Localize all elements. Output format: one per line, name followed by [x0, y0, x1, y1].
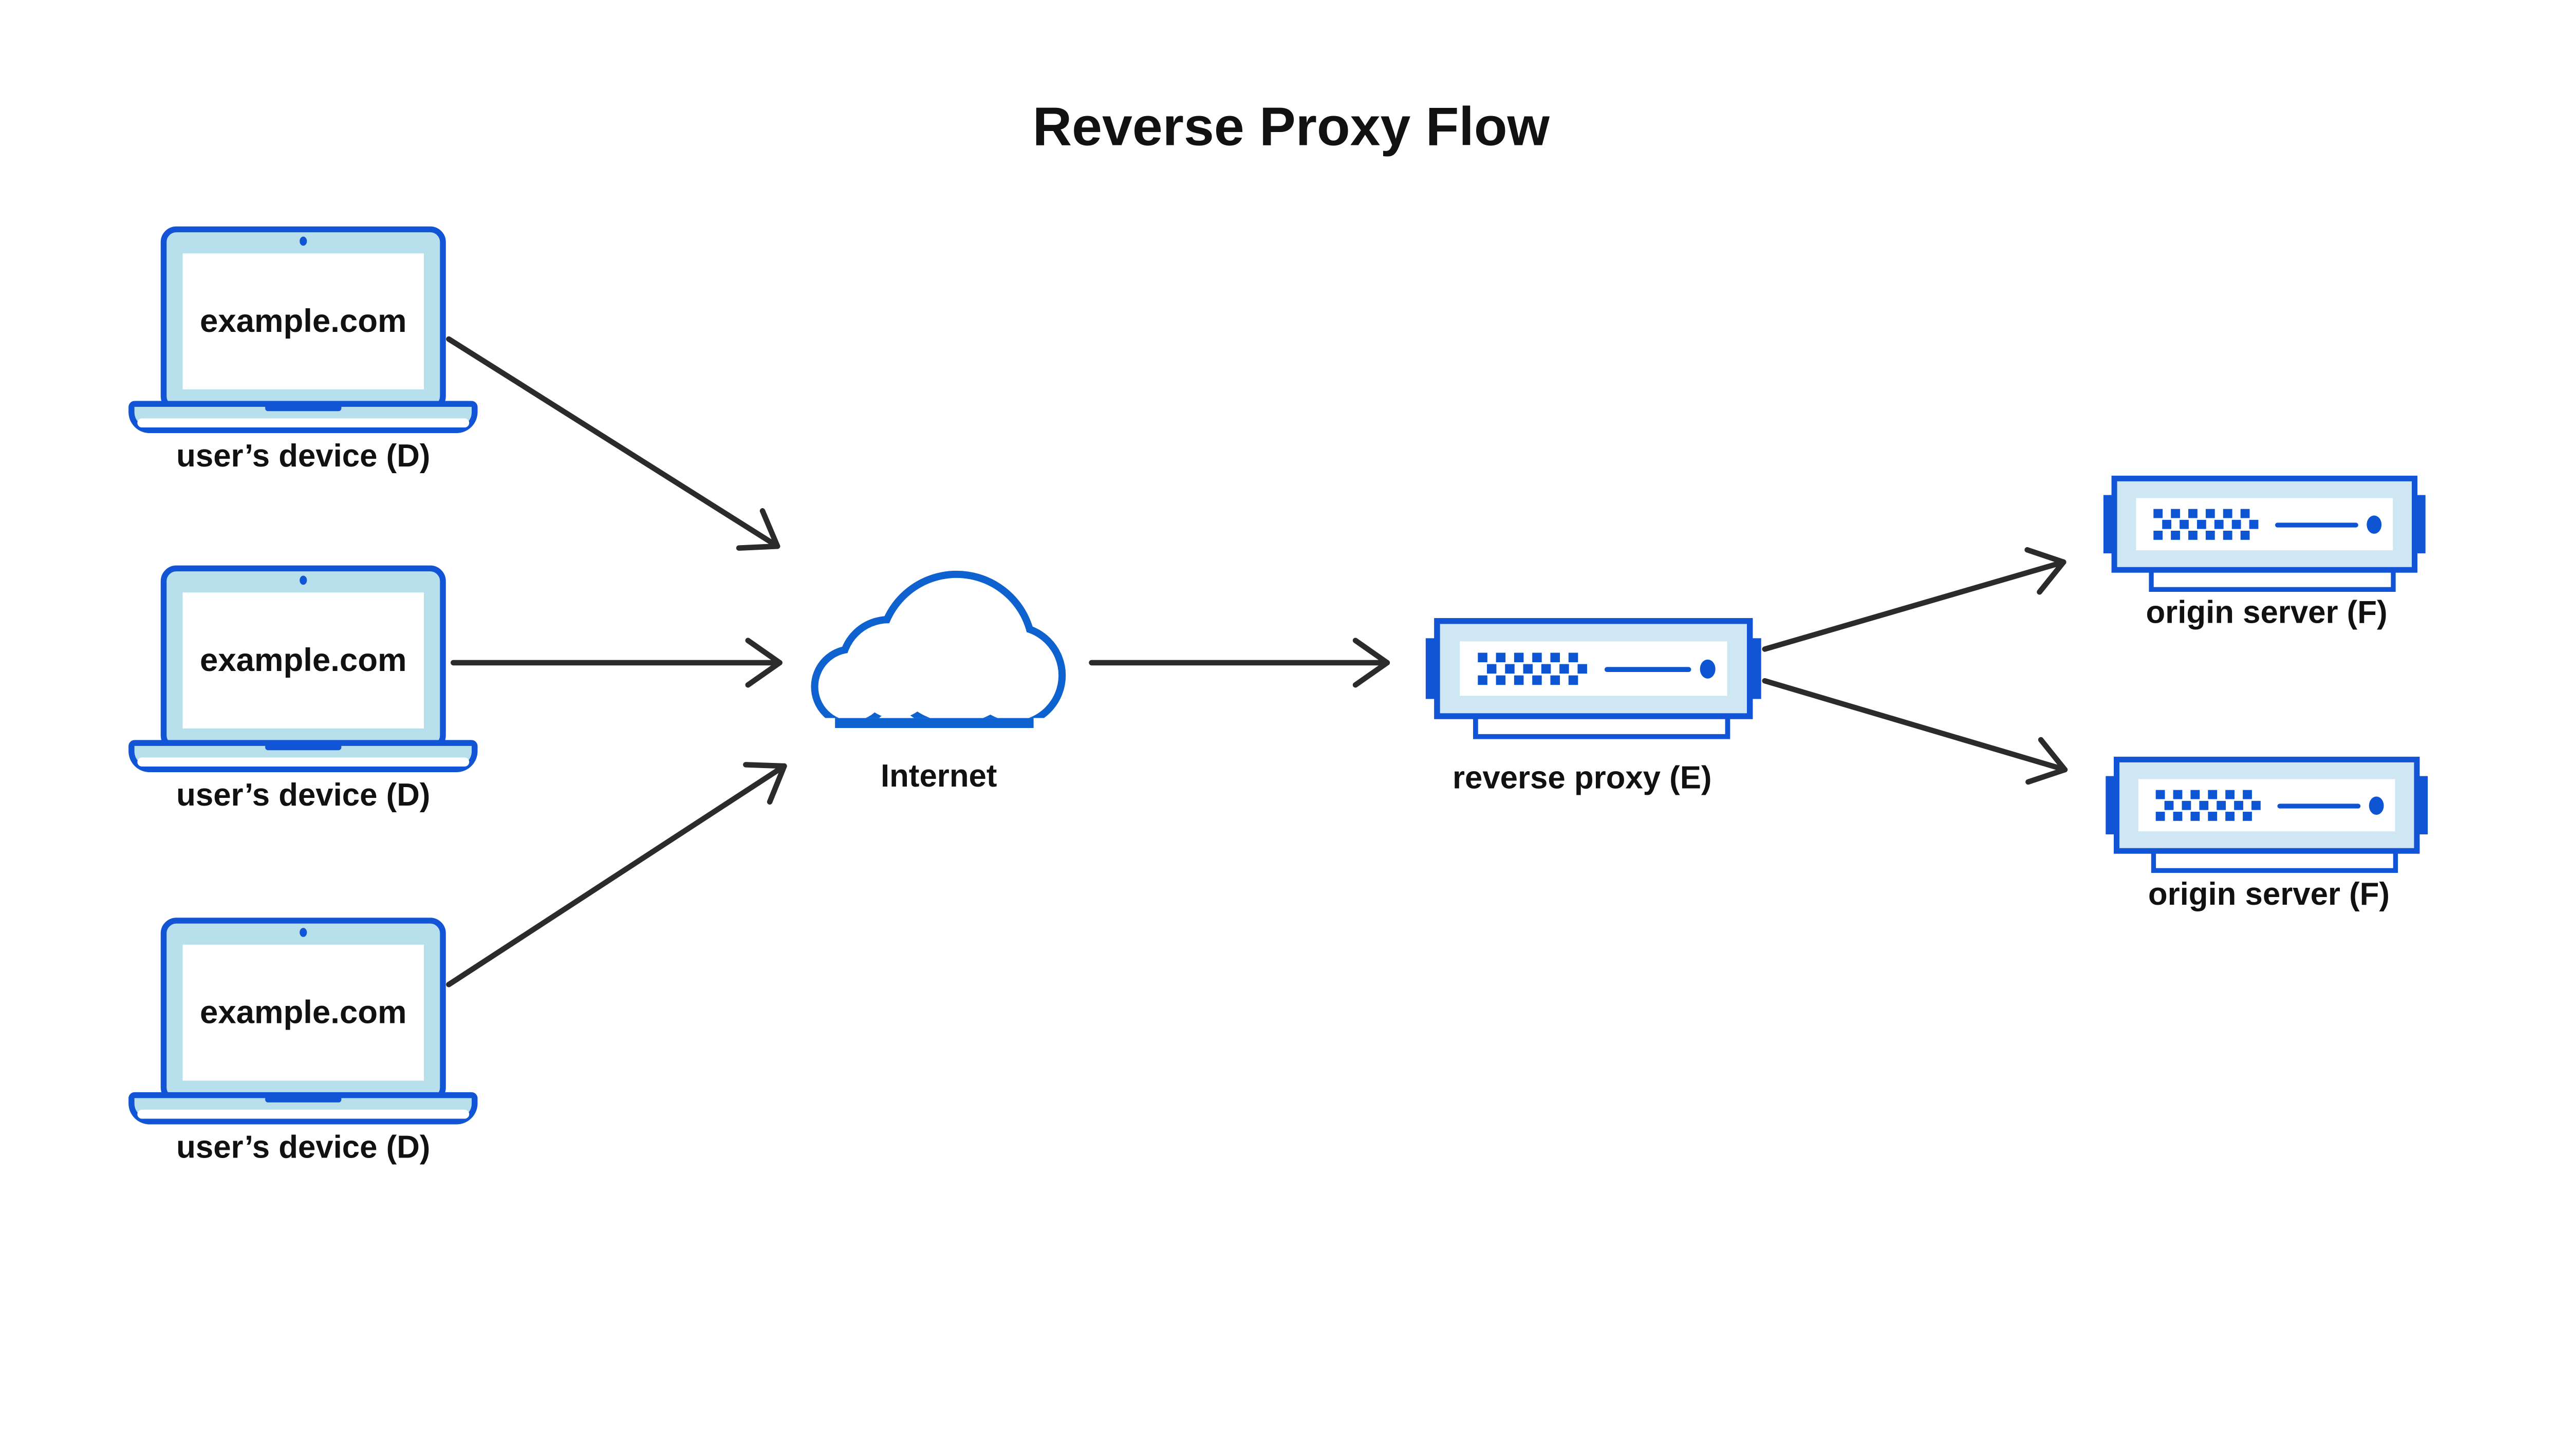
origin-server-1-node: origin server (F) — [2103, 478, 2426, 630]
arrow-device1-to-internet — [446, 336, 780, 551]
diagram-canvas: Reverse Proxy Flow example.com user’s de… — [0, 96, 2569, 1165]
arrow-device2-to-internet — [451, 638, 783, 688]
device-label: user’s device (D) — [176, 777, 430, 813]
origin-server-1-label: origin server (F) — [2146, 594, 2387, 630]
internet-node: Internet — [811, 570, 1066, 794]
user-device-3: example.com user’s device (D) — [132, 921, 475, 1165]
origin-server-icon — [2106, 759, 2428, 870]
cloud-icon — [811, 570, 1066, 750]
device-label: user’s device (D) — [176, 438, 430, 474]
arrow-proxy-to-origin2 — [1762, 678, 2068, 785]
arrow-internet-to-proxy — [1089, 638, 1390, 688]
reverse-proxy-flow-diagram: Reverse Proxy Flow example.com user’s de… — [0, 96, 2569, 1165]
internet-label: Internet — [881, 758, 997, 794]
arrow-device3-to-internet — [446, 762, 787, 987]
arrows — [446, 336, 2068, 987]
device-label: user’s device (D) — [176, 1129, 430, 1165]
user-device-2: example.com user’s device (D) — [132, 568, 475, 813]
reverse-proxy-label: reverse proxy (E) — [1453, 760, 1712, 795]
reverse-proxy-server-icon — [1426, 621, 1761, 737]
page-title: Reverse Proxy Flow — [1033, 96, 1550, 157]
origin-server-2-label: origin server (F) — [2148, 876, 2390, 912]
device-screen-text: example.com — [200, 994, 406, 1030]
origin-server-icon — [2103, 478, 2426, 589]
arrow-proxy-to-origin1 — [1762, 547, 2067, 652]
device-screen-text: example.com — [200, 303, 406, 339]
device-screen-text: example.com — [200, 642, 406, 678]
origin-server-2-node: origin server (F) — [2106, 759, 2428, 912]
user-device-1: example.com user’s device (D) — [132, 229, 475, 474]
reverse-proxy-node: reverse proxy (E) — [1426, 621, 1761, 795]
